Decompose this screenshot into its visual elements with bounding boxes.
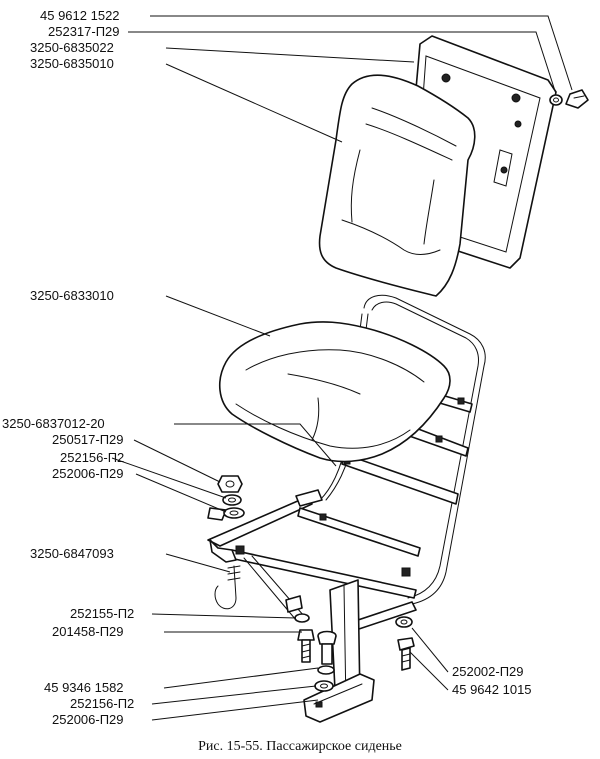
callout-1: 252317-П29 bbox=[48, 24, 120, 39]
callout-labels: 45 9612 1522 252317-П29 3250-6835022 325… bbox=[2, 8, 532, 727]
j-hook bbox=[214, 565, 241, 610]
callout-12: 45 9346 1582 bbox=[44, 680, 124, 695]
bolt-center bbox=[314, 630, 337, 692]
pedestal bbox=[285, 579, 375, 723]
callout-13: 252156-П2 bbox=[70, 696, 134, 711]
panel-bolt bbox=[549, 89, 589, 109]
seat-cushion bbox=[219, 321, 451, 463]
callout-7: 252156-П2 bbox=[60, 450, 124, 465]
callout-10: 252155-П2 bbox=[70, 606, 134, 621]
callout-9: 3250-6847093 bbox=[30, 546, 114, 561]
figure-caption: Рис. 15-55. Пассажирское сиденье bbox=[198, 739, 402, 754]
callout-4: 3250-6833010 bbox=[30, 288, 114, 303]
callout-2: 3250-6835022 bbox=[30, 40, 114, 55]
bolt-under-frame bbox=[294, 613, 315, 663]
callout-0: 45 9612 1522 bbox=[40, 8, 120, 23]
nut-washer-stack bbox=[217, 475, 245, 519]
callout-3: 3250-6835010 bbox=[30, 56, 114, 71]
callout-11: 201458-П29 bbox=[52, 624, 124, 639]
callout-15: 252002-П29 bbox=[452, 664, 524, 679]
callout-14: 252006-П29 bbox=[52, 712, 124, 727]
callout-5: 3250-6837012-20 bbox=[2, 416, 105, 431]
callout-6: 250517-П29 bbox=[52, 432, 124, 447]
callout-8: 252006-П29 bbox=[52, 466, 124, 481]
leader-lines bbox=[111, 15, 573, 721]
backrest-cushion bbox=[318, 74, 476, 297]
callout-16: 45 9642 1015 bbox=[452, 682, 532, 697]
washer-screw-right bbox=[395, 616, 415, 671]
